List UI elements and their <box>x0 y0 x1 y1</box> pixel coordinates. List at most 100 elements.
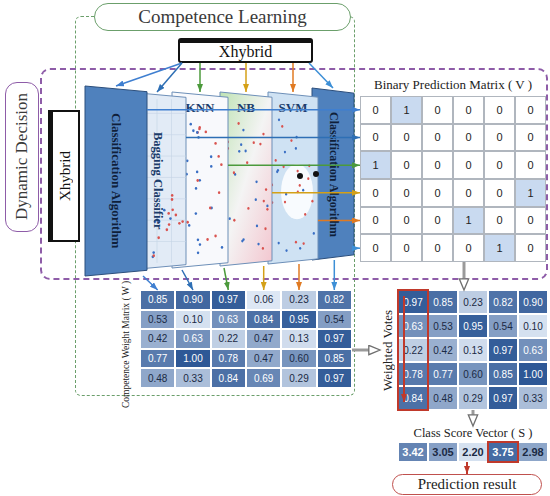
matrix-cell: 1 <box>453 207 484 235</box>
panel-art <box>256 225 258 228</box>
panel-art <box>227 147 229 150</box>
data-line <box>334 260 336 290</box>
matrix-cell: 0 <box>391 124 422 152</box>
highlight-column <box>398 290 428 410</box>
matrix-cell: 0.60 <box>281 349 316 369</box>
matrix-cell: 0.84 <box>398 386 428 410</box>
matrix-cell: 0.22 <box>398 338 428 362</box>
panel-art <box>271 201 273 204</box>
panel-art <box>271 184 273 187</box>
panel-art <box>303 242 305 245</box>
matrix-cell: 0 <box>360 234 391 262</box>
matrix-cell: 0 <box>422 207 453 235</box>
matrix-cell: 0.23 <box>458 290 488 314</box>
panel-art <box>312 88 354 260</box>
matrix-cell: 0.95 <box>281 310 316 330</box>
panel-art <box>290 139 292 142</box>
panel-art <box>296 136 298 139</box>
panel-art <box>157 236 160 239</box>
node-label: Prediction result <box>393 475 541 494</box>
matrix-cell: 0.97 <box>488 386 518 410</box>
panel-art <box>152 254 155 257</box>
panel-art <box>265 188 267 191</box>
panel-art <box>284 151 286 154</box>
panel-art <box>197 251 199 254</box>
matrix-cell: 0 <box>422 234 453 262</box>
panel-art <box>196 131 198 134</box>
matrix-cell: 0.77 <box>140 349 175 369</box>
matrix-cell: 0.82 <box>488 290 518 314</box>
matrix-cell: 1.00 <box>175 349 210 369</box>
node-label: Competence Learning <box>94 3 351 31</box>
matrix-cell: 0.95 <box>458 314 488 338</box>
matrix-cell: 1 <box>484 234 515 262</box>
matrix-cell: 0.90 <box>175 290 210 310</box>
matrix-cell: 0.53 <box>140 310 175 330</box>
panel-art <box>295 241 297 244</box>
panel-art <box>195 212 197 215</box>
matrix-cell: 3.75 <box>488 442 518 462</box>
panel-art <box>246 161 248 164</box>
matrix-cell: 0.13 <box>458 338 488 362</box>
weight-matrix: 0.850.900.970.060.230.820.530.100.630.84… <box>140 290 352 388</box>
matrix-cell: 0.47 <box>246 329 281 349</box>
panel-art <box>176 168 178 171</box>
panel-art <box>210 165 212 168</box>
data-line <box>182 270 193 290</box>
panel-art <box>238 150 240 153</box>
panel-art <box>268 92 318 264</box>
panel-art <box>220 163 222 166</box>
matrix-cell: 0.84 <box>211 368 246 388</box>
matrix-cell: 0 <box>453 124 484 152</box>
panel-art <box>229 217 231 220</box>
matrix-cell: 0.97 <box>317 368 352 388</box>
panel-art <box>263 200 265 203</box>
panel-art <box>224 191 226 194</box>
panel-art <box>214 235 216 238</box>
matrix-cell: 0.06 <box>246 290 281 310</box>
panel-art <box>128 241 186 242</box>
panel-art <box>297 191 299 194</box>
matrix-cell: 0.33 <box>175 368 210 388</box>
panel-art <box>85 86 147 276</box>
panel-art <box>183 216 185 219</box>
panel-art <box>240 143 242 146</box>
matrix-cell: 0 <box>422 124 453 152</box>
panel-art <box>285 249 287 252</box>
node-label: Binary Prediction Matrix ( V ) <box>360 77 546 93</box>
matrix-cell: 3.05 <box>428 442 458 462</box>
matrix-cell: 1 <box>515 179 546 207</box>
data-line <box>116 63 182 86</box>
panel-art <box>166 228 169 231</box>
matrix-cell: 0.48 <box>428 386 458 410</box>
matrix-cell: 0.97 <box>398 290 428 314</box>
result-box: Prediction result <box>392 474 542 495</box>
panel-art <box>196 131 198 134</box>
panel-art <box>178 222 181 225</box>
node-label: Classification Algorithm <box>85 86 147 276</box>
panel-art <box>237 122 239 125</box>
panel-art <box>242 129 244 132</box>
panel-art <box>172 92 228 268</box>
panel-art <box>268 92 318 264</box>
matrix-cell: 0 <box>484 179 515 207</box>
matrix-cell: 1.00 <box>518 362 548 386</box>
data-line <box>298 264 300 290</box>
panel-art <box>181 242 183 245</box>
flow-arrow <box>352 349 374 352</box>
matrix-cell: 0 <box>360 124 391 152</box>
panel-art <box>311 200 313 203</box>
data-line <box>263 266 265 290</box>
panel-art <box>255 198 257 201</box>
decision-region: Dynamic DecisionXhybridClassification Al… <box>40 68 548 280</box>
panel-art <box>233 219 235 222</box>
panel-art <box>171 99 172 263</box>
node-label: Competence Weight Matrix ( W ) <box>121 276 131 412</box>
panel-art <box>255 180 257 183</box>
panel-art <box>233 171 235 174</box>
panel-art <box>198 128 200 131</box>
flow-arrow <box>463 262 466 284</box>
matrix-cell: 0.48 <box>140 368 175 388</box>
matrix-cell: 0 <box>515 124 546 152</box>
